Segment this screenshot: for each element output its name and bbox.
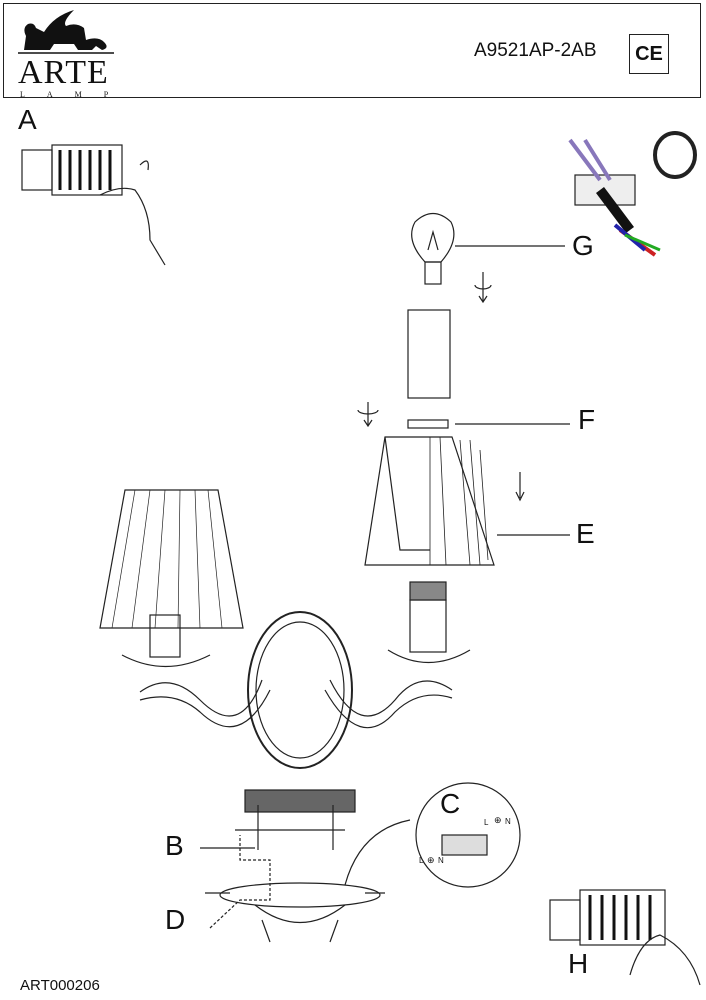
model-number: A9521AP-2AB <box>474 40 597 61</box>
lamp-arms <box>139 679 453 729</box>
lamp-shade-left <box>99 489 244 629</box>
down-arrow-icon <box>515 472 525 502</box>
wire-connector-tape-icon <box>568 131 697 257</box>
candle-sleeve <box>407 309 451 399</box>
terminal-block-h-icon <box>549 889 701 986</box>
label-h: H <box>568 948 589 979</box>
wall-backplate <box>247 611 353 769</box>
label-a: A <box>18 104 37 135</box>
terminal-live-top: L <box>484 818 489 827</box>
terminal-earth-bottom: ⊕ <box>427 855 435 865</box>
label-b: B <box>165 830 184 861</box>
terminal-neutral-top: N <box>505 817 511 826</box>
terminal-earth-top: ⊕ <box>494 815 502 825</box>
light-bulb-icon <box>411 212 565 285</box>
ce-mark: CE <box>629 34 669 74</box>
terminal-neutral-bottom: N <box>438 856 444 865</box>
label-f: F <box>578 404 596 435</box>
label-d: D <box>165 904 186 935</box>
wall-mount-block <box>244 789 356 813</box>
terminal-live-bottom: L <box>419 856 424 865</box>
label-c: C <box>440 788 461 819</box>
shade-ring <box>407 419 449 429</box>
brand-name: ARTE <box>18 54 109 91</box>
lamp-shade-e <box>364 436 495 566</box>
label-e: E <box>576 518 595 549</box>
label-g: G <box>572 230 594 261</box>
terminal-callout-c <box>415 782 521 888</box>
document-code: ART000206 <box>20 977 100 994</box>
brand-sub: LAMP <box>20 90 131 99</box>
header: ARTE LAMP A9521AP-2AB CE <box>3 3 701 99</box>
terminal-block-a-icon <box>21 144 166 266</box>
rotate-arrow-icon <box>474 272 492 304</box>
rotate-arrow-icon <box>357 402 379 428</box>
winged-lion-logo-icon <box>18 10 114 54</box>
